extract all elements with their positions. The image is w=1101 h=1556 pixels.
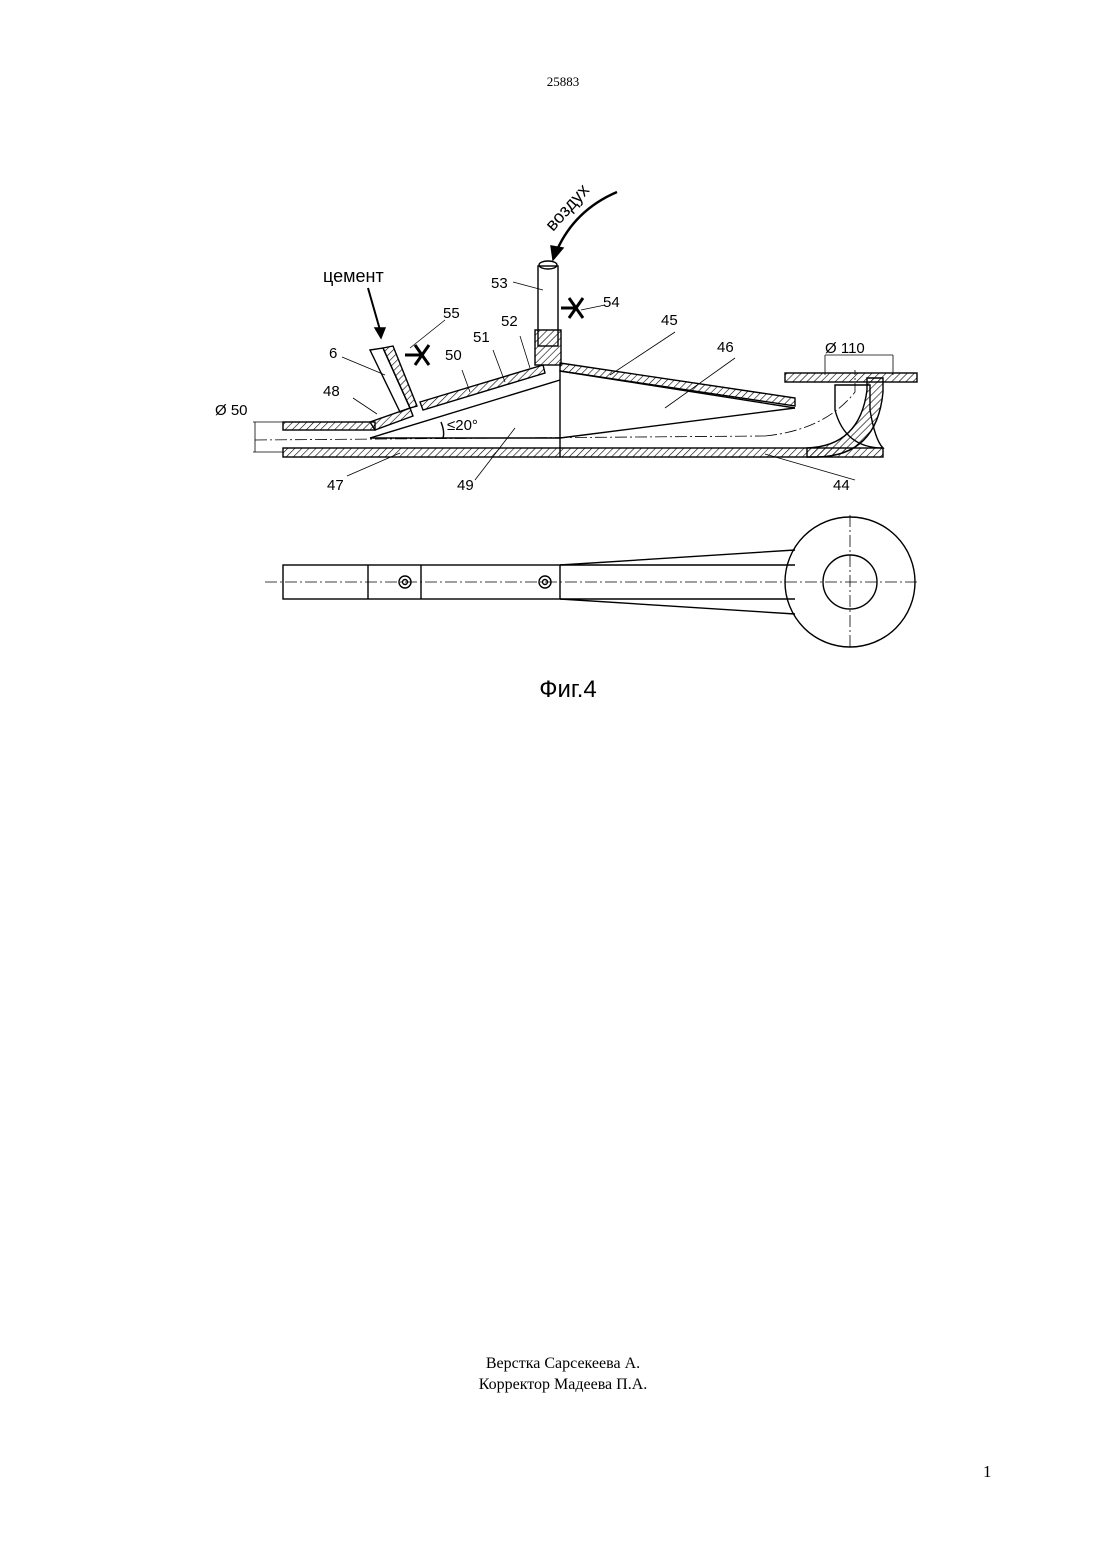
label-45: 45 — [661, 312, 678, 329]
air-label: воздух — [541, 180, 593, 235]
document-number: 25883 — [0, 74, 1101, 90]
label-47: 47 — [327, 477, 344, 494]
label-54: 54 — [603, 294, 620, 311]
figure-caption: Фиг.4 — [0, 676, 1101, 704]
dia-outlet-label: Ø 110 — [825, 340, 865, 357]
label-50: 50 — [445, 347, 462, 364]
outlet-elbow — [807, 378, 883, 457]
footer-layout-credit: Верстка Сарсекеева А. — [0, 1353, 1101, 1374]
angle-label: ≤20° — [447, 417, 478, 434]
label-6: 6 — [329, 345, 337, 362]
label-46: 46 — [717, 339, 734, 356]
label-55: 55 — [443, 305, 460, 322]
bottom-wall — [283, 448, 883, 457]
outlet-flange — [785, 373, 917, 382]
label-44: 44 — [833, 477, 850, 494]
inlet-wall-top — [283, 422, 375, 430]
footer-proofreader-credit: Корректор Мадеева П.А. — [0, 1374, 1101, 1395]
footer-credits: Верстка Сарсекеева А. Корректор Мадеева … — [0, 1353, 1101, 1395]
label-51: 51 — [473, 329, 490, 346]
label-48: 48 — [323, 383, 340, 400]
cement-label: цемент — [323, 266, 384, 286]
page-number: 1 — [983, 1462, 992, 1482]
dia-inlet-label: Ø 50 — [215, 402, 248, 419]
technical-drawing: цемент воздух Ø 50 Ø 110 ≤20° 6 48 47 49… — [205, 170, 921, 715]
label-49: 49 — [457, 477, 474, 494]
side-view — [253, 192, 917, 480]
top-view — [265, 515, 920, 650]
label-52: 52 — [501, 313, 518, 330]
label-53: 53 — [491, 275, 508, 292]
